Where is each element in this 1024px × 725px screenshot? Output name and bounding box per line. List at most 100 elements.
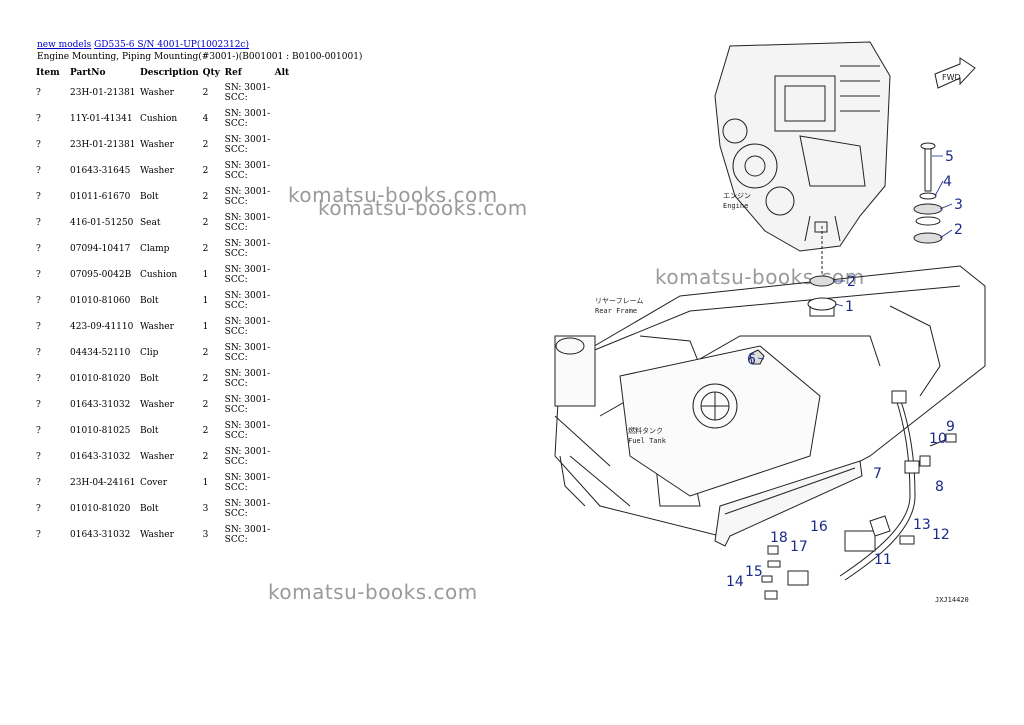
cell-item: ?: [36, 478, 41, 488]
cell-description: Cover: [140, 478, 168, 488]
cell-item: ?: [36, 270, 41, 280]
cell-item: ?: [36, 192, 41, 202]
breadcrumb: new models GD535-6 S/N 4001-UP(1002312c): [37, 40, 249, 50]
cell-item: ?: [36, 400, 41, 410]
cell-qty: 1: [202, 296, 209, 306]
cell-description: Seat: [140, 218, 161, 228]
table-header-row: Item PartNo Description Qty Ref Alt: [34, 66, 297, 80]
cell-qty: 1: [202, 270, 209, 280]
cell-partno: 01010-81060: [70, 296, 131, 306]
cell-qty: 3: [202, 530, 209, 540]
cell-description: Bolt: [140, 374, 159, 384]
engine-mount-parts: [749, 142, 943, 365]
cell-item: ?: [36, 426, 41, 436]
cell-partno: 01643-31645: [70, 166, 131, 176]
watermark: komatsu-books.com: [268, 580, 478, 604]
column-header-ref: Ref: [224, 68, 242, 78]
cell-partno: 11Y-01-41341: [70, 114, 133, 124]
cell-description: Bolt: [140, 192, 159, 202]
cell-alt: [273, 106, 297, 132]
cell-partno: 04434-52110: [70, 348, 131, 358]
breadcrumb-model-link[interactable]: GD535-6 S/N 4001-UP(1002312c): [94, 40, 249, 50]
cell-item: ?: [36, 88, 41, 98]
cell-alt: [273, 210, 297, 236]
cell-description: Cushion: [140, 270, 178, 280]
engine-drawing: [714, 41, 891, 252]
cell-item: ?: [36, 114, 41, 124]
cell-alt: [273, 496, 297, 522]
callout-8: 8: [935, 479, 944, 495]
cell-item: ?: [36, 348, 41, 358]
breadcrumb-new-models-link[interactable]: new models: [37, 40, 92, 50]
cell-ref: SN: 3001-SCC:: [224, 213, 271, 233]
cell-ref: SN: 3001-SCC:: [224, 265, 271, 285]
cell-ref: SN: 3001-SCC:: [224, 187, 271, 207]
cell-qty: 2: [202, 452, 209, 462]
cell-partno: 23H-01-21381: [70, 88, 136, 98]
cell-ref: SN: 3001-SCC:: [224, 395, 271, 415]
callout-2-bottom: 2: [847, 274, 856, 290]
callout-17: 17: [790, 539, 808, 555]
callout-1: 1: [845, 299, 854, 315]
callout-18: 18: [770, 530, 788, 546]
cell-alt: [273, 418, 297, 444]
cell-description: Bolt: [140, 504, 159, 514]
cell-alt: [273, 288, 297, 314]
cell-partno: 01011-61670: [70, 192, 131, 202]
callout-10: 10: [929, 431, 947, 447]
callout-14: 14: [726, 574, 744, 590]
cell-qty: 2: [202, 218, 209, 228]
cell-qty: 1: [202, 478, 209, 488]
cell-ref: SN: 3001-SCC:: [224, 317, 271, 337]
column-header-item: Item: [36, 68, 60, 78]
cell-partno: 01643-31032: [70, 530, 131, 540]
table-row: ? 11Y-01-41341 Cushion 4 SN: 3001-SCC:: [34, 106, 297, 132]
cell-qty: 4: [202, 114, 209, 124]
cell-alt: [273, 314, 297, 340]
cell-item: ?: [36, 296, 41, 306]
cell-description: Cushion: [140, 114, 178, 124]
cell-alt: [273, 262, 297, 288]
parts-diagram: FWD エンジン Engine リヤーフレーム Rear Frame 燃料タンク…: [554, 41, 986, 604]
cell-alt: [273, 522, 297, 548]
cell-qty: 2: [202, 140, 209, 150]
cell-ref: SN: 3001-SCC:: [224, 525, 271, 545]
cell-alt: [273, 132, 297, 158]
cell-description: Washer: [140, 322, 174, 332]
column-header-qty: Qty: [202, 68, 220, 78]
cell-partno: 01010-81020: [70, 374, 131, 384]
fuel-tank-label: Fuel Tank: [628, 437, 667, 445]
cell-ref: SN: 3001-SCC:: [224, 161, 271, 181]
fuel-tank-jp-label: 燃料タンク: [628, 426, 663, 435]
cell-partno: 01010-81020: [70, 504, 131, 514]
parts-table: Item PartNo Description Qty Ref Alt ?23H…: [34, 66, 297, 548]
callout-3: 3: [954, 197, 963, 213]
cell-ref: SN: 3001-SCC:: [224, 473, 271, 493]
callout-12: 12: [932, 527, 950, 543]
cell-description: Bolt: [140, 426, 159, 436]
cell-description: Washer: [140, 530, 174, 540]
cell-description: Clamp: [140, 244, 170, 254]
callout-4: 4: [943, 174, 952, 190]
callout-15: 15: [745, 564, 763, 580]
cell-item: ?: [36, 166, 41, 176]
rear-frame-jp-label: リヤーフレーム: [595, 297, 643, 305]
column-header-partno: PartNo: [70, 68, 106, 78]
cell-ref: SN: 3001-SCC:: [224, 109, 271, 129]
cell-item: ?: [36, 530, 41, 540]
cell-qty: 2: [202, 426, 209, 436]
cell-alt: [273, 444, 297, 470]
cell-ref: SN: 3001-SCC:: [224, 239, 271, 259]
cell-alt: [273, 80, 297, 106]
